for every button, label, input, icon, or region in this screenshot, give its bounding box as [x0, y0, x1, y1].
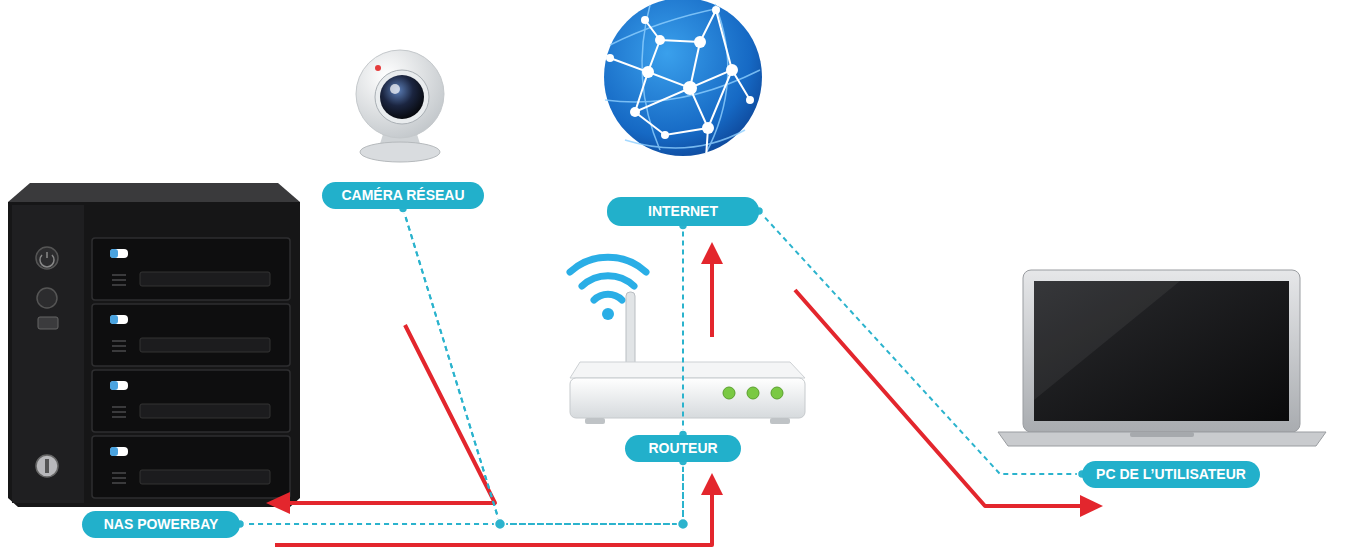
node-label: CAMÉRA RÉSEAU: [341, 187, 464, 203]
label-pill: NAS POWERBAY: [82, 511, 240, 538]
dashed-connector: [679, 221, 688, 439]
junction-dot: [678, 519, 689, 530]
dashed-connector: [236, 204, 501, 529]
nas-device: [8, 183, 300, 507]
laptop: [998, 270, 1326, 446]
arrow-heads: [266, 242, 1103, 517]
dashed-connector: [755, 207, 1087, 479]
label-pill: PC DE L’UTILISATEUR: [1082, 461, 1260, 488]
label-pill: ROUTEUR: [625, 435, 741, 462]
webcam: [356, 50, 444, 162]
dashed-connector: [236, 457, 688, 529]
node-label: PC DE L’UTILISATEUR: [1096, 466, 1246, 482]
node-label: ROUTEUR: [648, 440, 717, 456]
node-label: INTERNET: [648, 203, 718, 219]
label-pill: CAMÉRA RÉSEAU: [322, 182, 484, 209]
node-label: NAS POWERBAY: [104, 516, 219, 532]
dashed-connector: [399, 204, 688, 524]
junction-dot: [495, 519, 506, 530]
label-pill: INTERNET: [607, 197, 759, 226]
flow-arrows: [275, 262, 1085, 545]
internet-globe: [604, 0, 762, 162]
router: [570, 257, 805, 424]
